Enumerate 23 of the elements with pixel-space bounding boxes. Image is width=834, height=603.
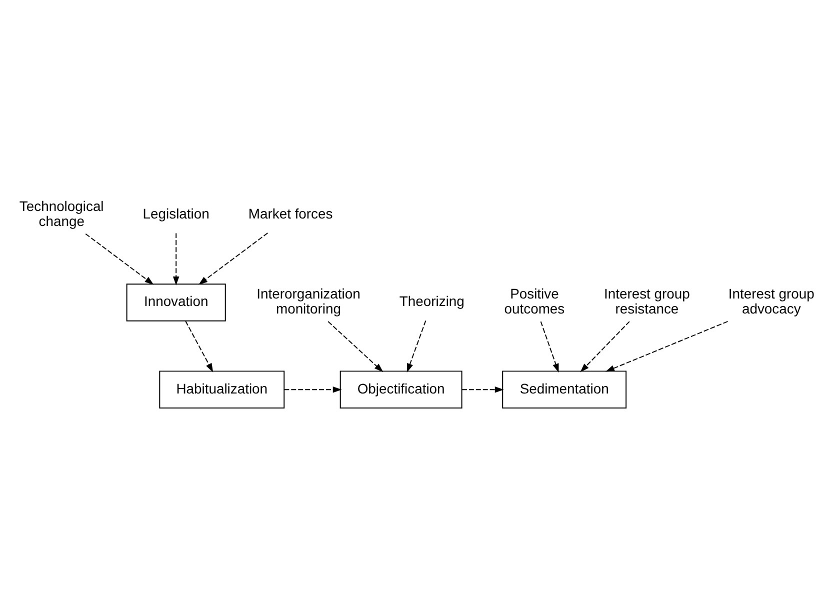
- node-text: Market forces: [248, 205, 333, 222]
- node-text: Theorizing: [399, 292, 464, 309]
- arrow: [185, 320, 214, 372]
- node-text: Interest group resistance: [604, 285, 690, 316]
- arrow: [580, 320, 630, 372]
- node-box: Innovation: [126, 283, 226, 321]
- arrow: [284, 386, 342, 392]
- node-box: Sedimentation: [502, 370, 627, 408]
- node-text: Positive outcomes: [504, 285, 565, 316]
- arrow: [605, 320, 728, 372]
- node-box: Habitualization: [159, 370, 285, 408]
- arrow: [85, 232, 154, 284]
- arrow: [406, 320, 426, 372]
- node-box: Objectification: [340, 370, 462, 408]
- arrow: [198, 232, 268, 284]
- node-text: Interest group advocacy: [728, 285, 814, 316]
- node-text: Interorganization monitoring: [256, 285, 360, 316]
- arrow: [172, 232, 180, 285]
- node-text: Technological change: [19, 198, 104, 229]
- arrow: [328, 320, 384, 372]
- node-text: Legislation: [142, 205, 210, 222]
- arrow: [540, 320, 559, 372]
- arrow: [461, 386, 504, 392]
